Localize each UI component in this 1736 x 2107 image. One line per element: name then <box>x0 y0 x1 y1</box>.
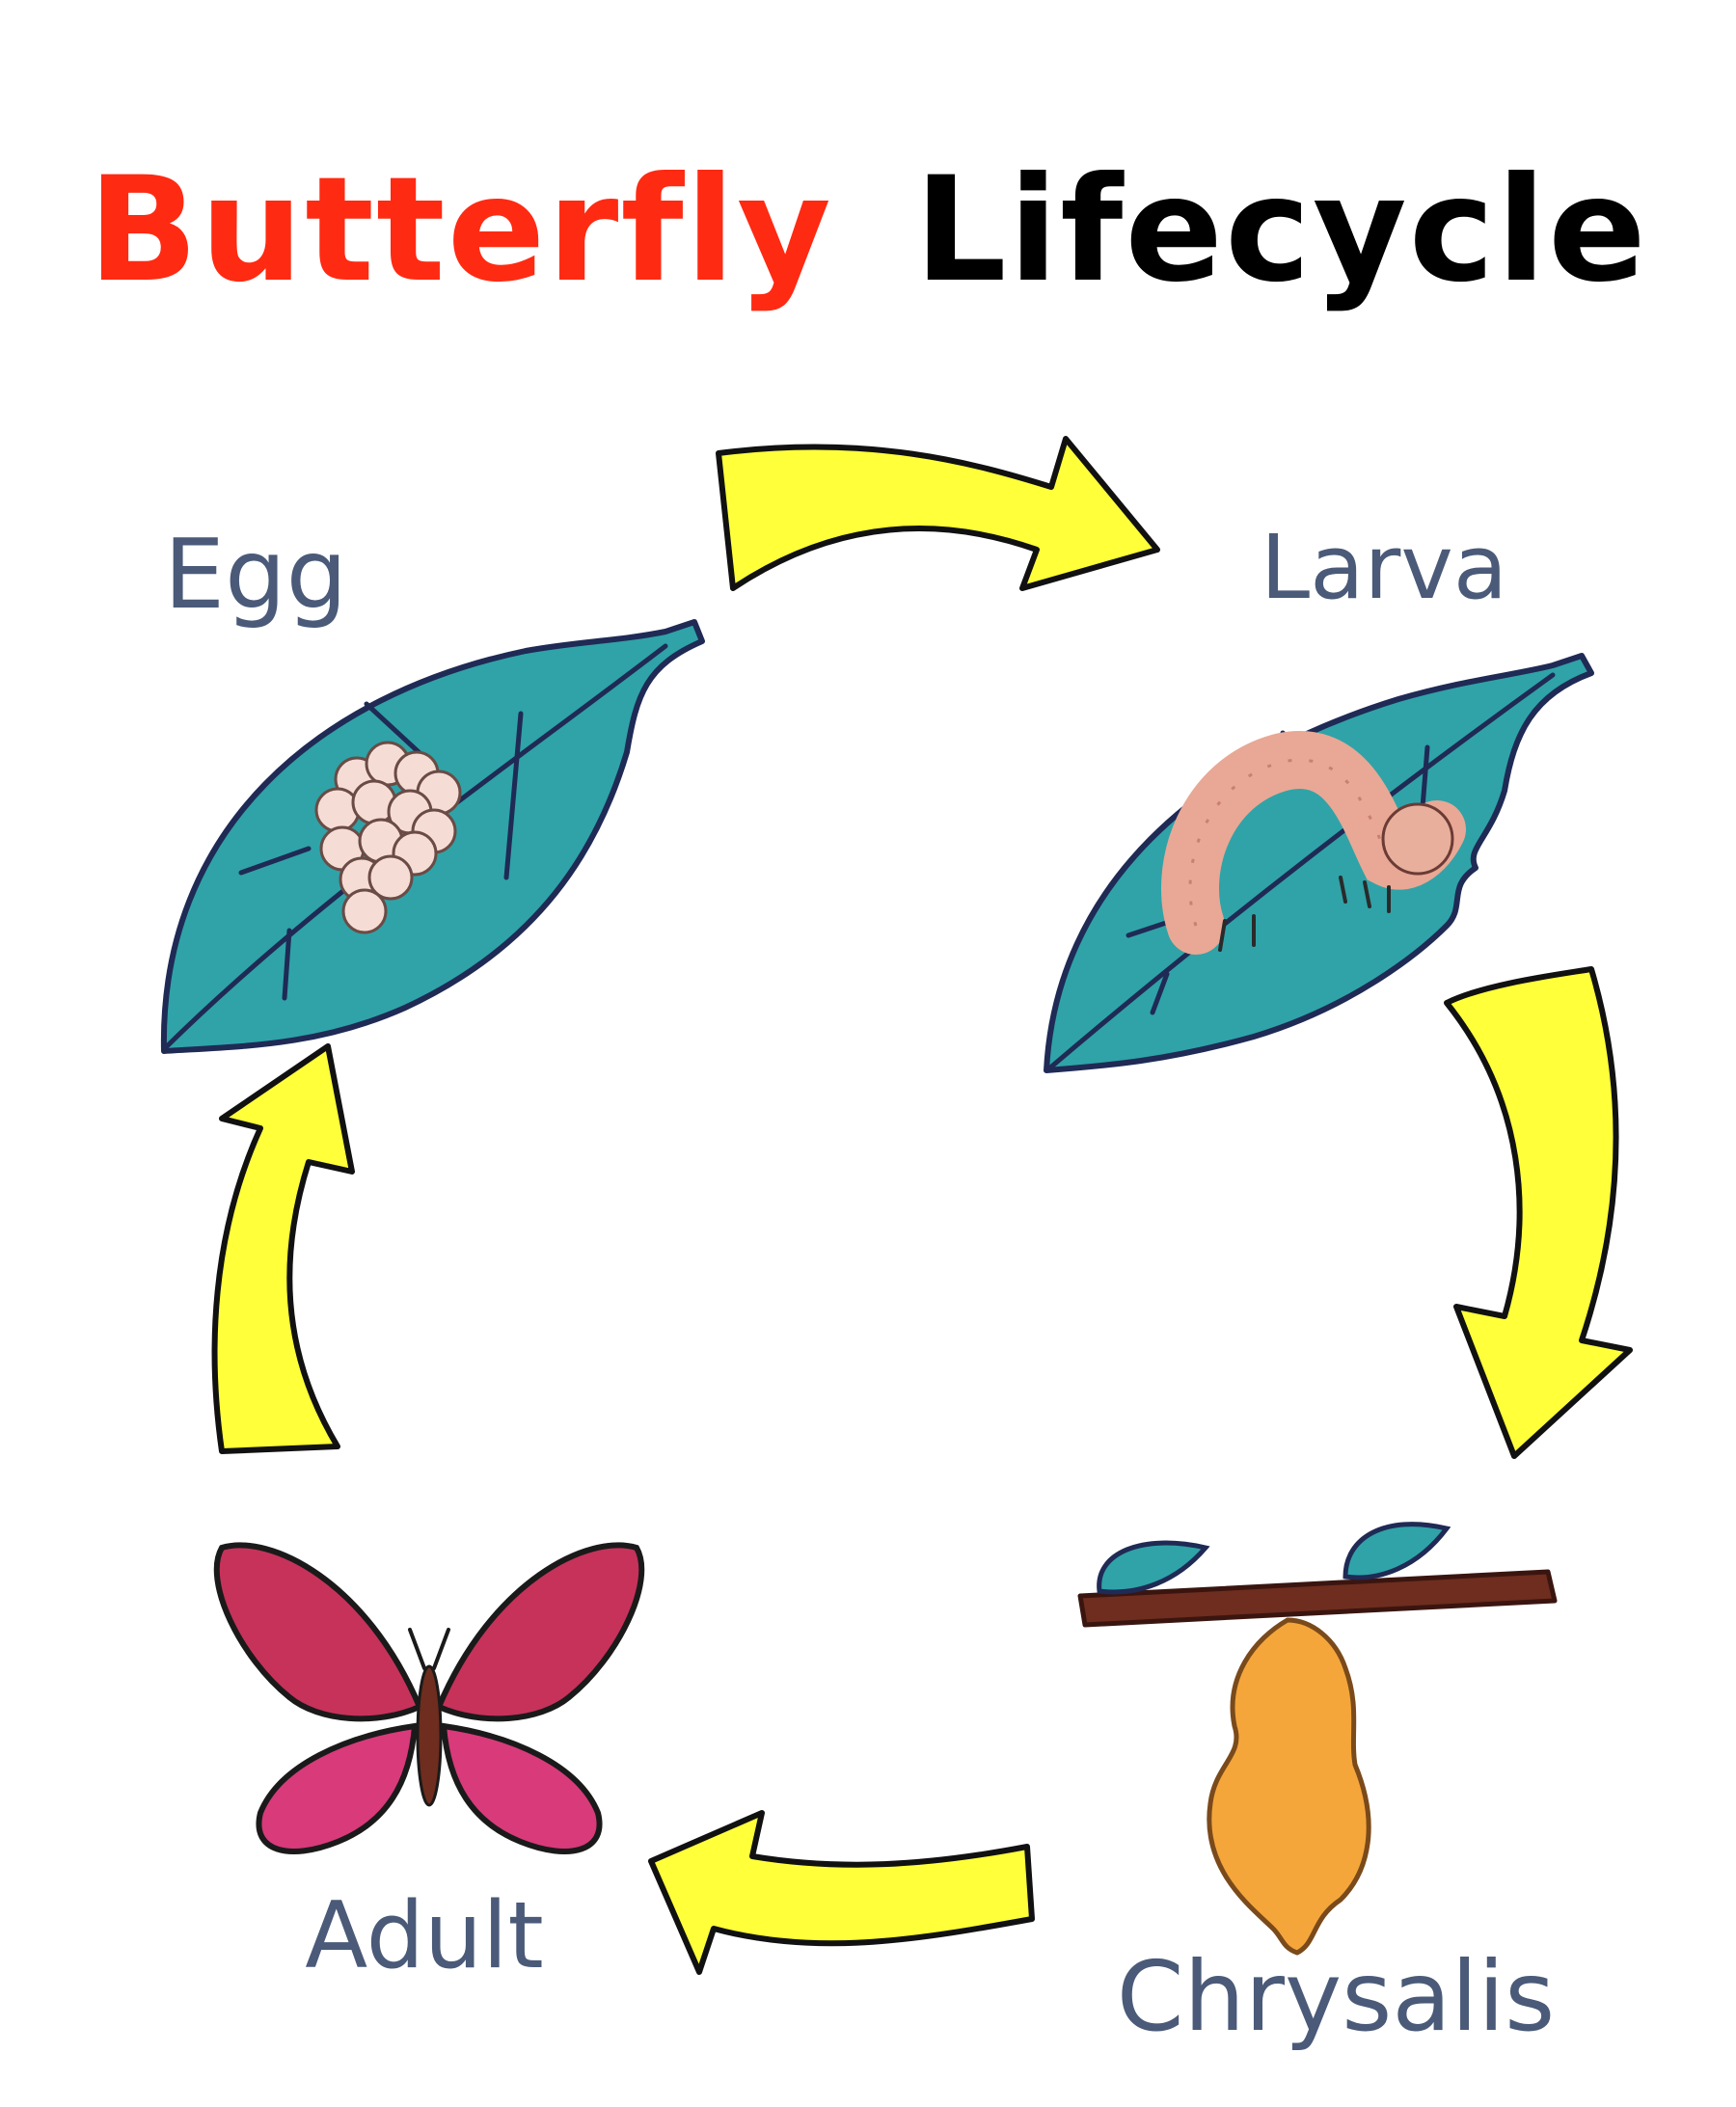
butterfly-icon <box>213 1542 645 1854</box>
arrow-adult-to-egg <box>211 1043 355 1454</box>
egg-cluster-icon <box>314 741 462 934</box>
title-part-lifecycle: Lifecycle <box>914 147 1648 314</box>
title-part-butterfly: Butterfly <box>88 147 833 314</box>
stage-label-adult: Adult <box>305 1883 543 1989</box>
arrow-chrysalis-to-adult <box>648 1810 1035 1975</box>
stage-label-egg: Egg <box>164 518 347 631</box>
caterpillar-icon <box>1161 731 1466 955</box>
arrow-larva-to-chrysalis <box>1444 966 1633 1459</box>
diagram-title: Butterfly Lifecycle <box>88 147 1648 314</box>
chrysalis-icon <box>1207 1617 1371 1956</box>
branch-icon <box>1077 1522 1558 1628</box>
stage-label-larva: Larva <box>1261 516 1507 619</box>
stage-label-chrysalis: Chrysalis <box>1117 1940 1556 2053</box>
cycle-arrow-icon <box>211 436 1633 1975</box>
arrow-egg-to-larva <box>716 436 1160 591</box>
